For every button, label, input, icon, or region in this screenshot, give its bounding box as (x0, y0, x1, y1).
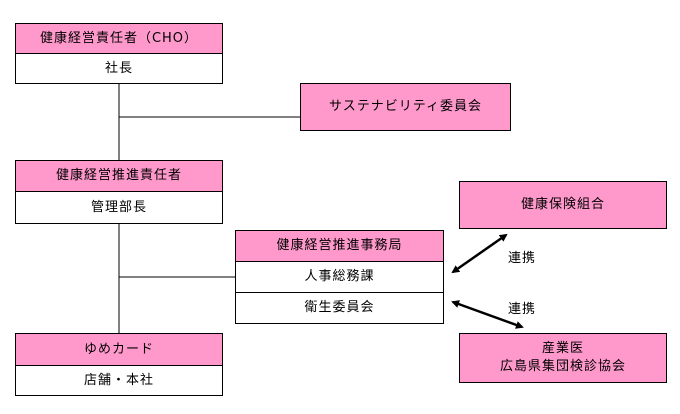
doctor-title: 産業医 広島県集団検診協会 (460, 334, 666, 382)
insurance-box: 健康保険組合 (459, 181, 667, 229)
doctor-arrow (451, 300, 524, 329)
sustainability-title: サステナビリティ委員会 (329, 99, 482, 115)
sustainability-box: サステナビリティ委員会 (300, 83, 511, 131)
promotion-sub: 管理部長 (16, 192, 222, 223)
doctor-box: 産業医 広島県集団検診協会 (459, 333, 667, 383)
cho-box: 健康経営責任者（CHO） 社長 (15, 23, 223, 84)
cho-sub: 社長 (16, 54, 222, 83)
insurance-title: 健康保険組合 (520, 197, 605, 213)
office-row-health-committee: 衛生委員会 (236, 293, 443, 323)
yume-title: ゆめカード (16, 334, 222, 366)
upper-link-label: 連携 (508, 251, 537, 266)
promotion-title: 健康経営推進責任者 (16, 161, 222, 192)
yume-box: ゆめカード 店舗・本社 (15, 333, 223, 396)
office-title: 健康経営推進事務局 (236, 231, 443, 262)
promotion-box: 健康経営推進責任者 管理部長 (15, 160, 223, 224)
doctor-line1: 産業医 (541, 341, 584, 357)
insurance-arrow (451, 233, 508, 274)
office-box: 健康経営推進事務局 人事総務課 衛生委員会 (235, 230, 444, 324)
office-row-hr: 人事総務課 (236, 262, 443, 293)
lower-link-label: 連携 (508, 302, 537, 317)
doctor-line2: 広島県集団検診協会 (499, 359, 626, 374)
yume-sub: 店舗・本社 (16, 366, 222, 395)
cho-title: 健康経営責任者（CHO） (16, 24, 222, 54)
